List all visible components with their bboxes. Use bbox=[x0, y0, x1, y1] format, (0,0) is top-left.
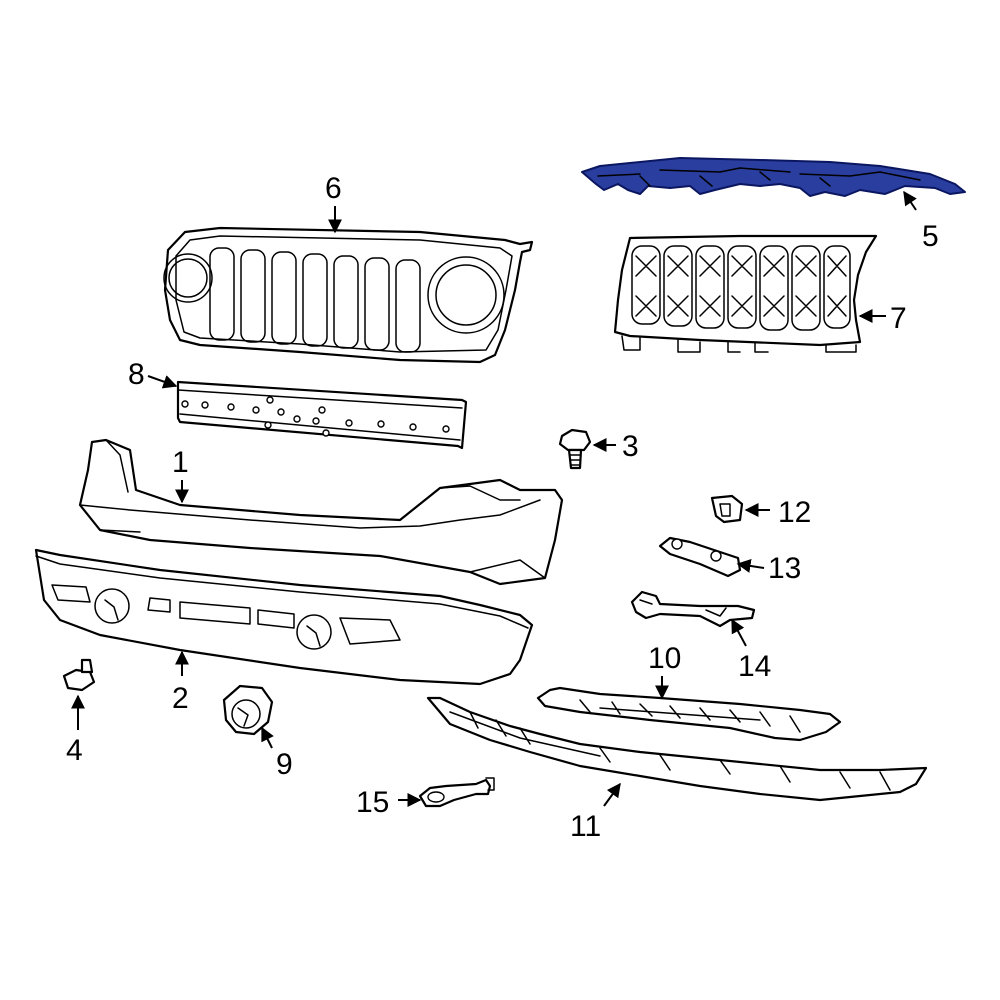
part-15-eye bbox=[427, 791, 445, 803]
callout-11: 11 bbox=[570, 810, 601, 843]
part-14-bracket[interactable] bbox=[630, 590, 756, 628]
part-10-skid-plate[interactable] bbox=[536, 686, 842, 742]
part-6-inner bbox=[175, 235, 513, 353]
callout-7: 7 bbox=[890, 302, 907, 335]
part-7-mesh-cells bbox=[631, 245, 851, 331]
part-11-valance[interactable] bbox=[426, 696, 928, 802]
part-1-bumper-cover[interactable] bbox=[78, 438, 564, 586]
part-6-slots bbox=[209, 247, 421, 353]
leader-11 bbox=[603, 782, 621, 807]
part-10-ribs bbox=[579, 699, 801, 733]
callout-14: 14 bbox=[738, 650, 771, 683]
part-7-mesh-pattern bbox=[635, 255, 847, 317]
callout-5: 5 bbox=[922, 220, 939, 253]
part-2-lower-fascia[interactable] bbox=[34, 548, 534, 686]
callout-13: 13 bbox=[768, 552, 801, 585]
part-4-stem bbox=[80, 658, 94, 674]
part-6-right-lamp bbox=[435, 264, 497, 326]
part-3-head bbox=[558, 428, 592, 452]
part-14-body bbox=[630, 590, 756, 628]
part-8-reinforcement[interactable] bbox=[176, 380, 468, 450]
part-15-thread bbox=[485, 777, 495, 791]
part-1-contour bbox=[79, 439, 546, 579]
part-2-outline bbox=[34, 548, 534, 686]
leader-5 bbox=[903, 190, 917, 211]
callout-10: 10 bbox=[648, 642, 681, 675]
part-6-outline bbox=[163, 226, 534, 364]
callout-leaders bbox=[71, 190, 917, 807]
part-6-left-lamp-ring bbox=[163, 253, 213, 303]
part-12-detail bbox=[719, 503, 731, 517]
part-9-housing bbox=[222, 684, 274, 736]
part-9-fog-lamp[interactable] bbox=[222, 684, 274, 736]
callout-3: 3 bbox=[622, 430, 639, 463]
callout-1: 1 bbox=[172, 446, 189, 479]
callout-6: 6 bbox=[325, 172, 342, 205]
part-2-fog-lamp-left bbox=[94, 588, 130, 624]
part-8-flange bbox=[177, 389, 463, 441]
part-5-shape bbox=[581, 157, 966, 197]
part-1-outline bbox=[78, 438, 564, 586]
leader-9 bbox=[261, 726, 274, 749]
part-6-left-lamp bbox=[168, 258, 208, 298]
part-12-body bbox=[710, 494, 744, 524]
part-4-push-pin[interactable] bbox=[62, 658, 96, 692]
part-12-clip[interactable] bbox=[710, 494, 744, 524]
part-13-stud-left bbox=[671, 538, 683, 550]
part-9-lens bbox=[231, 699, 261, 729]
part-8-holes bbox=[181, 396, 450, 437]
part-5-detail bbox=[597, 167, 921, 187]
part-15-tow-eye[interactable] bbox=[418, 777, 495, 808]
callout-numbers: 1 2 3 4 5 6 7 8 9 10 11 12 13 14 15 bbox=[66, 172, 939, 843]
part-6-right-lamp-ring bbox=[427, 256, 505, 334]
part-7-grille-insert[interactable] bbox=[613, 234, 878, 353]
callout-15: 15 bbox=[356, 786, 389, 819]
callout-4: 4 bbox=[66, 734, 83, 767]
part-7-tabs bbox=[621, 335, 857, 353]
callout-8: 8 bbox=[128, 358, 145, 391]
part-5-upper-bracket[interactable] bbox=[581, 157, 966, 197]
part-4-head bbox=[62, 668, 96, 692]
part-11-ribs bbox=[449, 711, 891, 791]
part-2-fog-lamp-right bbox=[296, 614, 332, 650]
part-2-vents bbox=[51, 584, 401, 645]
part-13-stud-right bbox=[710, 550, 722, 562]
part-2-edge bbox=[35, 555, 529, 629]
leader-13 bbox=[736, 558, 765, 573]
part-3-bolt[interactable] bbox=[558, 428, 592, 470]
callout-12: 12 bbox=[778, 496, 811, 529]
part-6-grille[interactable] bbox=[163, 226, 534, 364]
leader-8 bbox=[147, 375, 178, 389]
callout-9: 9 bbox=[276, 748, 293, 781]
part-13-bracket[interactable] bbox=[658, 536, 742, 578]
callout-2: 2 bbox=[172, 682, 189, 715]
part-11-outline bbox=[426, 696, 928, 802]
part-3-thread bbox=[569, 454, 581, 466]
part-14-detail bbox=[639, 599, 727, 617]
part-9-lens-detail bbox=[237, 707, 249, 727]
leader-14 bbox=[731, 618, 747, 647]
part-8-outline bbox=[176, 380, 468, 450]
